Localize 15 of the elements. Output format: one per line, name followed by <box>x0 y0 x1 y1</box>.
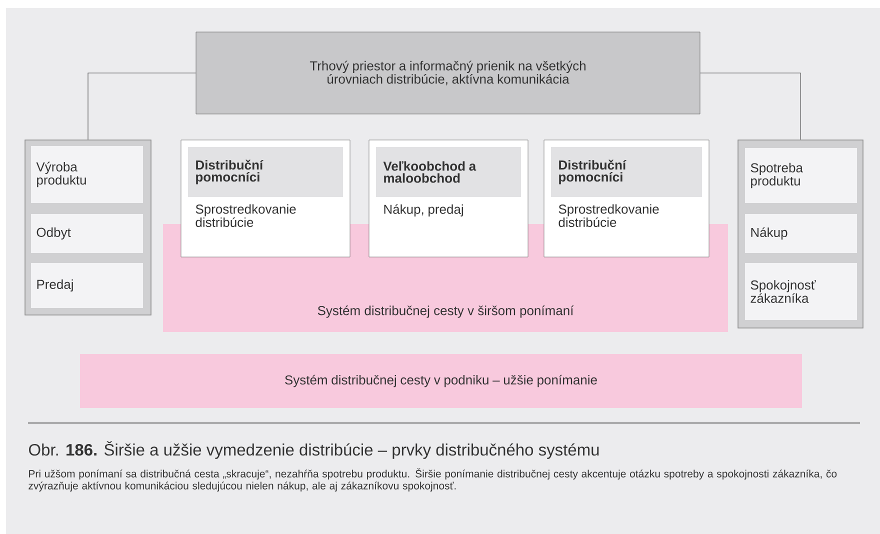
band: Systém distribučnej cesty v podniku – užšie ponímanie <box>80 354 802 408</box>
figure-caption: Obr. 186. Širšie a užšie vymedzenie distribúcie – prvky distribučného systému <box>29 441 599 459</box>
connector-line <box>88 72 196 140</box>
card-box: Distribuční pomocníci Sprostredkovanie distribúcie <box>180 140 350 258</box>
item-box: Spotreba produktu <box>745 148 857 203</box>
item-box: Výroba produktu <box>31 146 143 203</box>
item-box: Odbyt <box>31 214 143 253</box>
card-box: Distribuční pomocníci Sprostredkovanie distribúcie <box>544 140 710 258</box>
item-box: Predaj <box>31 263 143 308</box>
header-box: Trhový priestor a informačný prienik na všetkých úrovniach distribúcie, aktívna komunikácia <box>196 32 700 114</box>
item-box: Spokojnosť zákazníka <box>745 263 857 320</box>
item-box: Nákup <box>745 214 857 253</box>
connector-line <box>700 72 801 140</box>
caption-note: Pri užšom ponímaní sa distribučná cesta „skracuje“, nezahŕňa spotrebu produktu. Širšie ponímanie distribučnej cesty akcentuje otázku spotreby a spokojnosti zákazníka, čo zvýrazňuje aktívnou komunikáciou sledujúcou nielen nákup, ale aj zákazníkovu spokojnosť. <box>28 468 837 492</box>
card-box: Veľkoobchod a maloobchod Nákup, predaj <box>368 140 528 258</box>
